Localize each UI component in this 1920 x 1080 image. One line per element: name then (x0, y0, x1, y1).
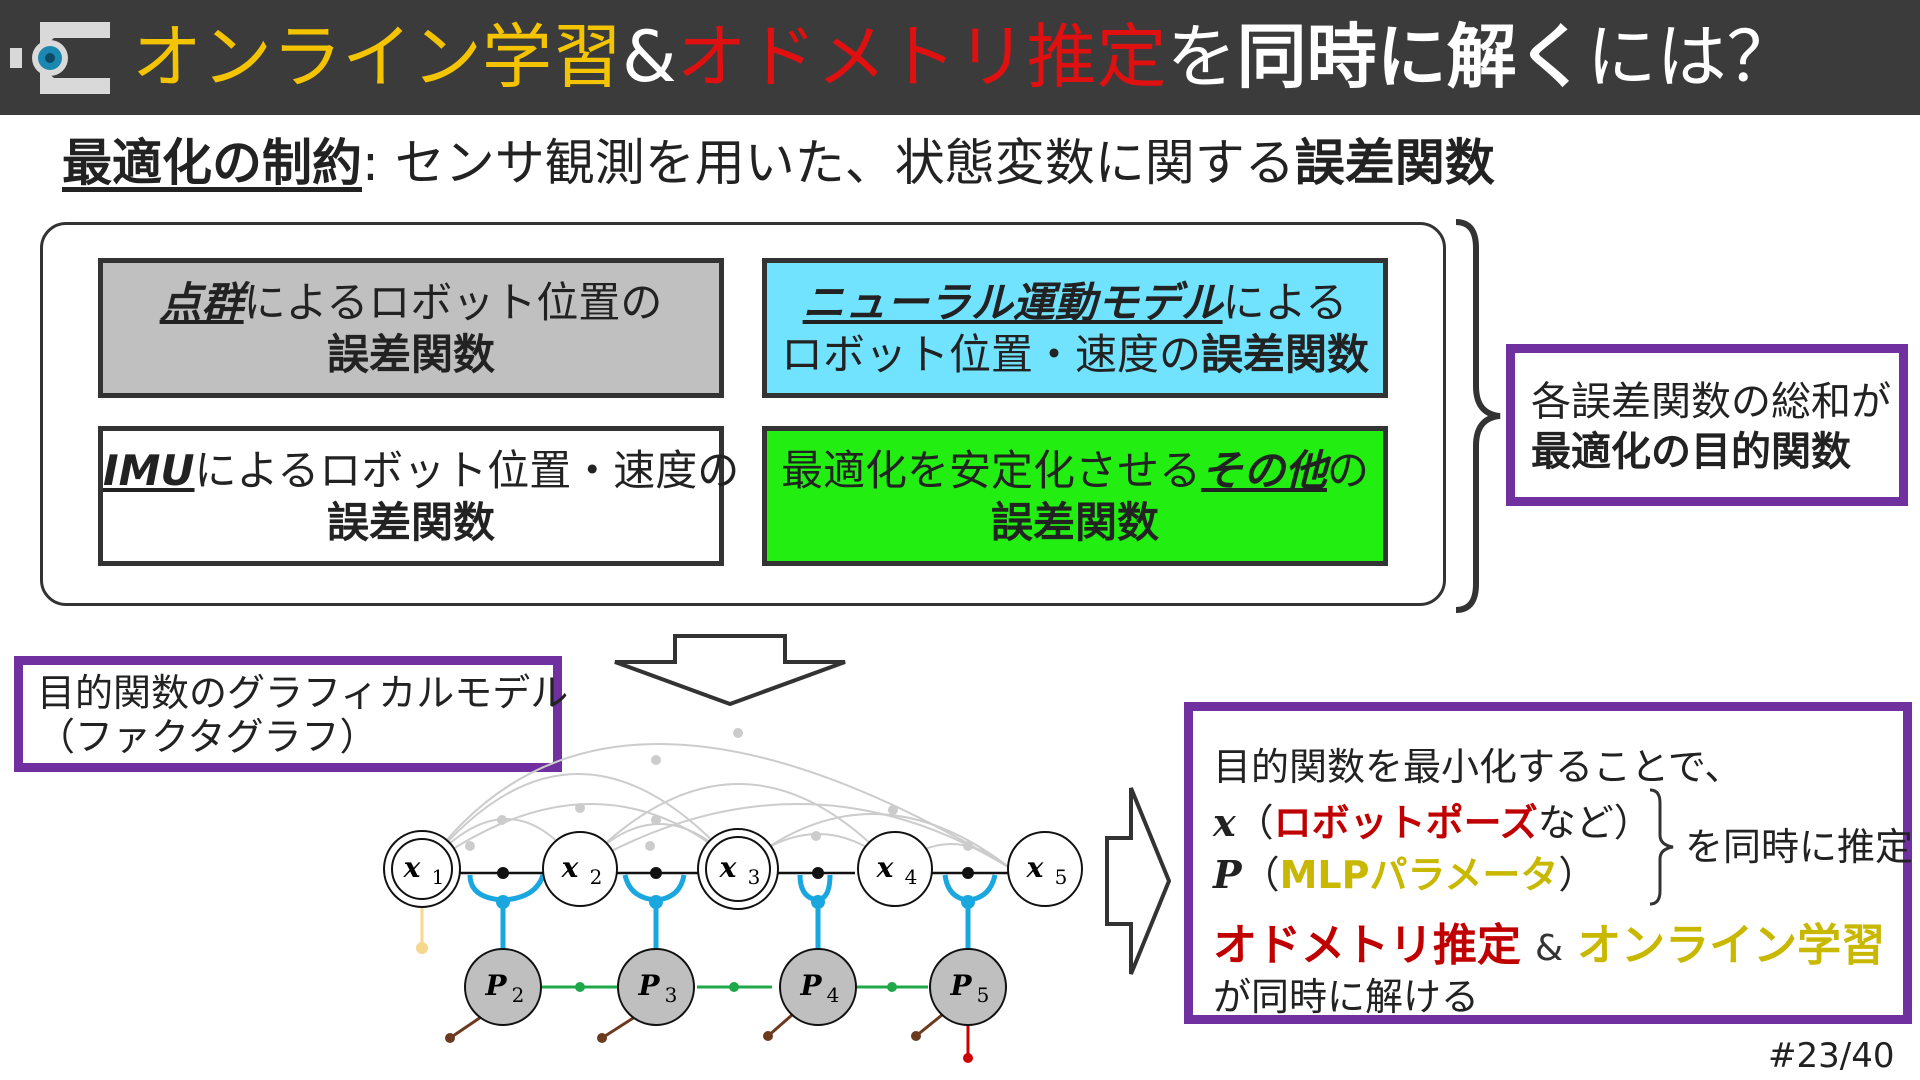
other-error-label: 誤差関数 (990, 498, 1159, 547)
param-node-p5: P 5 (929, 948, 1007, 1026)
point-cloud-error-box: 点群によるロボット位置の 誤差関数 (98, 258, 724, 398)
state-subscript: 2 (590, 865, 603, 889)
result-sub: が同時に解ける (1213, 975, 1480, 1019)
right-arrow-icon (1105, 787, 1171, 975)
param-node-p2: P 2 (464, 948, 542, 1026)
other-post: の (1327, 446, 1370, 495)
point-cloud-error-label: 誤差関数 (326, 330, 495, 379)
param-label: P (637, 969, 660, 1002)
state-node-x5: x 5 (1007, 831, 1083, 907)
factor-graph-label-line2: （ファクタグラフ） (37, 715, 378, 759)
objective-sum-box: 各誤差関数の総和が 最適化の目的関数 (1506, 344, 1908, 506)
neural-motion-text2: ロボット位置・速度の (780, 330, 1201, 379)
state-label: x (876, 851, 894, 884)
state-label: x (403, 851, 421, 884)
state-node-x1: x 1 (383, 830, 461, 908)
result-x-open: （ (1235, 801, 1274, 845)
result-p-var: P (1213, 852, 1242, 897)
result-intro: 目的関数を最小化することで、 (1213, 745, 1743, 789)
state-subscript: 4 (905, 865, 918, 889)
imu-factor-nodes (496, 895, 975, 909)
parameter-prior-edges (449, 1013, 943, 1040)
imu-error-box: IMUによるロボット位置・速度の 誤差関数 (98, 426, 739, 566)
param-subscript: 5 (977, 983, 990, 1007)
result-x-line: x（ロボットポーズなど） (1213, 799, 1652, 847)
result-simultaneous: を同時に推定 (1685, 825, 1914, 869)
subtitle-middle: : センサ観測を用いた、状態変数に関する (362, 134, 1295, 192)
result-main-line: オドメトリ推定 & オンライン学習 (1213, 919, 1885, 976)
state-node-x3: x 3 (697, 828, 779, 910)
title-online-learning: オンライン学習 (132, 16, 622, 98)
title-ampersand: & (622, 16, 677, 98)
param-subscript: 4 (827, 983, 840, 1007)
parameter-factor-nodes (575, 982, 897, 992)
neural-motion-text: による (1222, 278, 1348, 327)
point-cloud-text: によるロボット位置の (243, 278, 663, 327)
state-node-x2: x 2 (542, 831, 618, 907)
other-pre: 最適化を安定化させる (780, 446, 1201, 495)
objective-sum-line2: 最適化の目的関数 (1531, 429, 1851, 475)
result-p-label: MLPパラメータ (1279, 853, 1559, 897)
subtitle-tail: 誤差関数 (1294, 134, 1495, 192)
right-brace-icon (1649, 788, 1674, 906)
factor-graph-diagram: x 1 x 2 x 3 x 4 x 5 P 2 P 3 P 4 P 5 (383, 728, 1083, 1063)
parameter-prior-factors (445, 1031, 921, 1043)
down-arrow-icon (614, 634, 846, 706)
red-prior-factor (963, 1053, 973, 1063)
result-main-online: オンライン学習 (1577, 920, 1886, 971)
param-label: P (799, 969, 822, 1002)
state-subscript: 5 (1055, 865, 1068, 889)
neural-motion-keyword: ニューラル運動モデル (802, 278, 1223, 327)
objective-sum-line1: 各誤差関数の総和が (1531, 379, 1891, 425)
param-node-p3: P 3 (617, 948, 695, 1026)
state-subscript: 1 (432, 865, 445, 889)
title-odometry: オドメトリ推定 (676, 16, 1167, 98)
title-bar: オンライン学習&オドメトリ推定を同時に解くには？ (0, 0, 1920, 115)
result-x-close: など） (1537, 801, 1652, 845)
camera-gear-logo-icon (10, 22, 110, 94)
imu-error-label: 誤差関数 (326, 498, 495, 547)
state-label: x (1026, 851, 1044, 884)
result-main-amp: & (1535, 928, 1564, 969)
page-number: #23/40 (1768, 1036, 1895, 1076)
result-p-close: ） (1558, 853, 1597, 897)
param-label: P (949, 969, 972, 1002)
slide-title: オンライン学習&オドメトリ推定を同時に解くには？ (132, 0, 1797, 115)
result-x-var: x (1213, 800, 1236, 845)
neural-motion-error-label: 誤差関数 (1201, 330, 1370, 379)
param-node-p4: P 4 (779, 948, 857, 1026)
factor-graph-label-line1: 目的関数のグラフィカルモデル (37, 671, 569, 715)
prior-factor-x1 (416, 942, 428, 954)
point-cloud-keyword: 点群 (159, 278, 244, 327)
other-error-box: 最適化を安定化させるその他の 誤差関数 (762, 426, 1388, 566)
loop-closure-factors (465, 728, 973, 851)
title-solve-simultaneously: 同時に解く (1236, 16, 1587, 98)
odometry-factor-nodes (497, 867, 974, 879)
title-question: には？ (1586, 16, 1797, 98)
state-label: x (719, 851, 737, 884)
imu-keyword: IMU (103, 446, 195, 495)
result-main-odometry: オドメトリ推定 (1213, 920, 1521, 971)
result-box: 目的関数を最小化することで、 x（ロボットポーズなど） P（MLPパラメータ） … (1184, 702, 1914, 1024)
param-label: P (484, 969, 507, 1002)
subtitle-lead: 最適化の制約 (62, 134, 362, 192)
result-p-line: P（MLPパラメータ） (1213, 851, 1596, 899)
other-keyword: その他 (1200, 446, 1327, 495)
right-curly-brace-icon (1455, 219, 1501, 613)
neural-motion-error-box: ニューラル運動モデルによる ロボット位置・速度の誤差関数 (762, 258, 1388, 398)
param-subscript: 3 (665, 983, 678, 1007)
state-node-x4: x 4 (857, 831, 933, 907)
imu-text: によるロボット位置・速度の (194, 446, 740, 495)
state-subscript: 3 (748, 865, 761, 889)
constraint-panel (40, 222, 1446, 606)
subtitle: 最適化の制約: センサ観測を用いた、状態変数に関する誤差関数 (62, 130, 1495, 196)
result-x-label: ロボットポーズ (1273, 801, 1538, 845)
state-label: x (561, 851, 579, 884)
param-subscript: 2 (512, 983, 525, 1007)
result-p-open: （ (1241, 853, 1280, 897)
factor-graph-label: 目的関数のグラフィカルモデル （ファクタグラフ） (14, 656, 569, 772)
title-particle: を (1166, 16, 1237, 98)
